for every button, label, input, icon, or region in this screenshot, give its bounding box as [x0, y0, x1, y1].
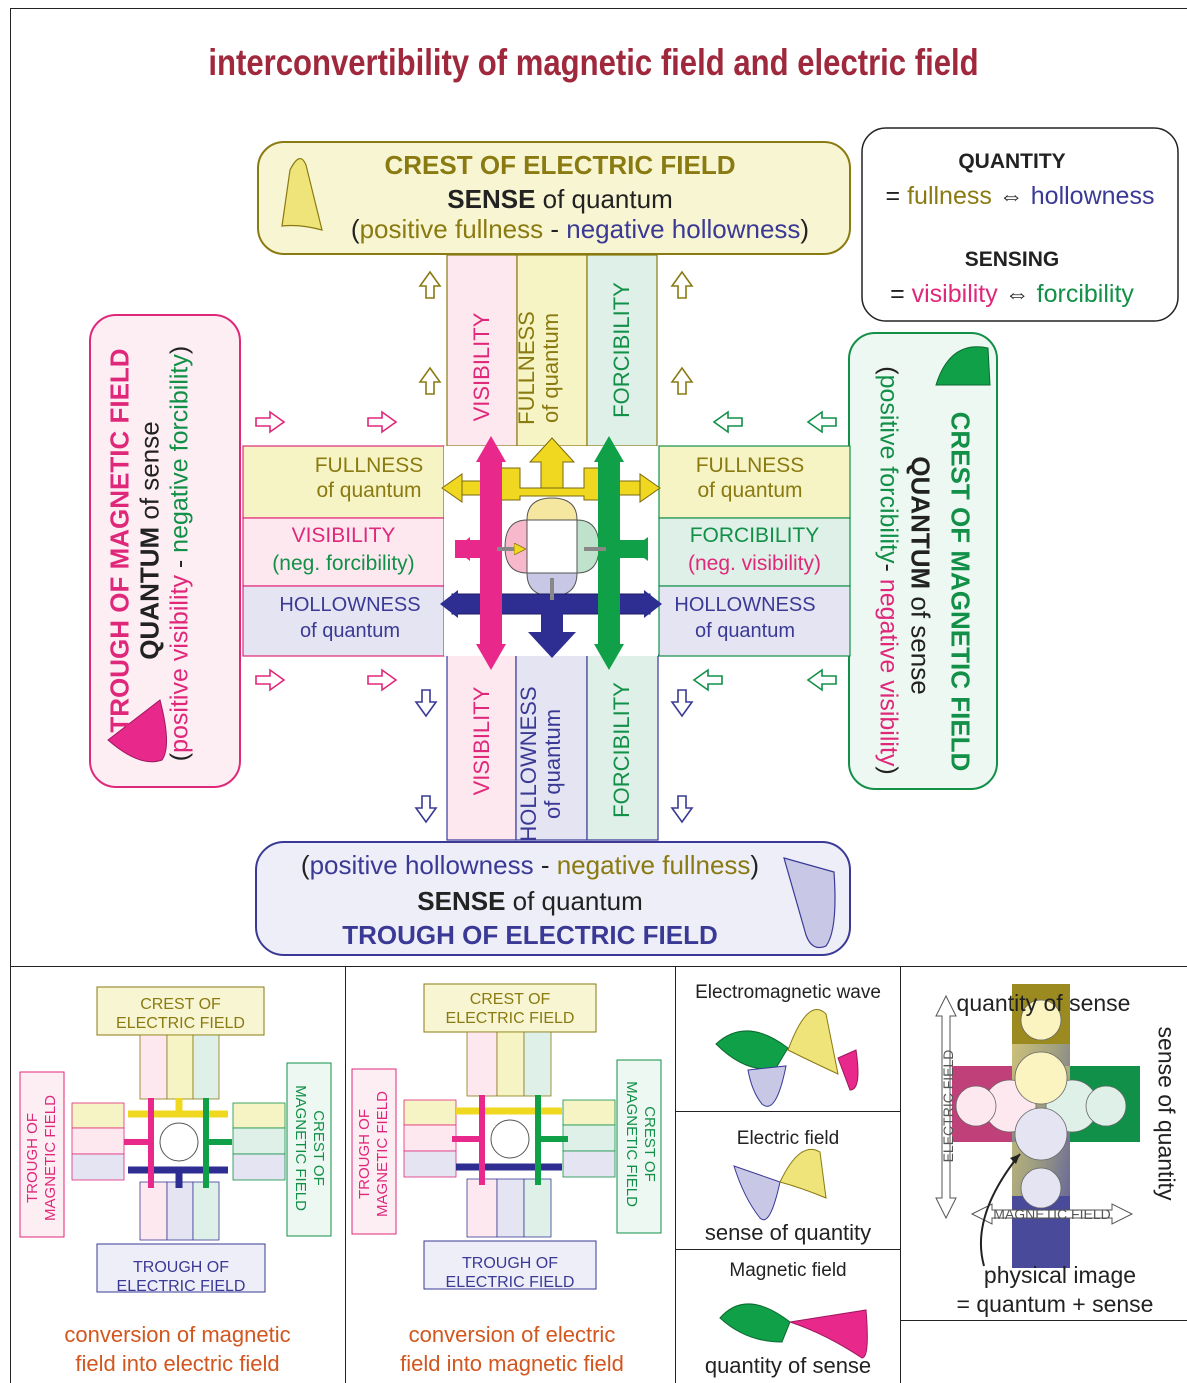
wave-shapes [715, 1009, 868, 1359]
panel-divider-top [10, 966, 1187, 967]
legend-sensing-title: SENSING [964, 248, 1060, 271]
bottom-col-visibility: VISIBILITY [469, 686, 494, 796]
trough-electric-sense: SENSE of quantum [417, 886, 643, 916]
top-col-visibility: VISIBILITY [469, 312, 494, 422]
legend-quantity-title: QUANTITY [958, 150, 1066, 173]
mini-diagram-1 [19, 986, 332, 1293]
pink-arrow [455, 436, 506, 670]
panel-divider-2 [675, 966, 676, 1383]
trough-magnetic-shape [107, 699, 167, 763]
crest-magnetic-heading: CREST OF MAGNETIC FIELD [945, 411, 976, 772]
trough-electric-box [255, 841, 851, 956]
page-title: interconvertibility of magnetic field an… [208, 42, 979, 83]
p3-electric-field: Electric field [736, 1128, 840, 1149]
p4-physical-image: physical image [983, 1262, 1137, 1288]
p4-sense-of-quantity: sense of quantity [1153, 1026, 1180, 1201]
crest-electric-formula: (positive fullness - negative hollowness… [350, 214, 810, 244]
right-row-forcibility: FORCIBILITY(neg. visibility) [687, 524, 822, 575]
trough-magnetic-formula: (positive visibility - negative forcibil… [165, 345, 194, 762]
green-arrow [594, 436, 648, 670]
legend-sensing-eq: = visibility ⇔ forcibility [890, 280, 1134, 308]
crest-electric-shape [281, 158, 323, 231]
p4-electric-field: ELECTRIC FIELD [940, 1049, 956, 1163]
crest-electric-heading: CREST OF ELECTRIC FIELD [384, 150, 736, 180]
p4-quantity-of-sense: quantity of sense [956, 990, 1131, 1016]
outer-frame [10, 8, 1187, 1383]
trough-electric-shape [783, 857, 836, 949]
crest-magnetic-shape [935, 346, 991, 386]
crest-electric-sense: SENSE of quantum [447, 184, 673, 214]
panel-divider-3 [900, 966, 901, 1383]
p3-magnetic-field: Magnetic field [729, 1260, 847, 1281]
p3-quantity-of-sense: quantity of sense [704, 1353, 872, 1378]
mini-diagrams [19, 983, 662, 1293]
crest-magnetic-formula: (positive forcibility- negative visibili… [874, 366, 903, 775]
p3-sense-of-quantity: sense of quantity [704, 1220, 872, 1245]
panel-divider-5 [675, 1249, 900, 1250]
mini-diagram-2 [351, 983, 662, 1290]
p4-magnetic-field: MAGNETIC FIELD [993, 1206, 1111, 1222]
trough-electric-formula: (positive hollowness - negative fullness… [300, 850, 760, 880]
center-petals [504, 497, 600, 597]
trough-electric-heading: TROUGH OF ELECTRIC FIELD [342, 920, 718, 950]
crest-magnetic-quantum: QUANTUM of sense [905, 456, 936, 695]
physical-image-shapes [935, 984, 1140, 1268]
panel-divider-1 [345, 966, 346, 1383]
legend-quantity-eq: = fullness ⇔ hollowness [885, 182, 1155, 210]
p3-em-wave: Electromagnetic wave [695, 982, 881, 1003]
left-row-visibility: VISIBILITY(neg. forcibility) [272, 524, 415, 575]
trough-magnetic-quantum: QUANTUM of sense [134, 421, 165, 660]
panel-divider-4 [675, 1111, 900, 1112]
main-diagram-shapes [89, 127, 1179, 956]
bottom-col-forcibility: FORCIBILITY [609, 682, 634, 818]
p4-equation: = quantum + sense [956, 1291, 1154, 1317]
crest-electric-box [257, 141, 851, 255]
panel-divider-6 [900, 1320, 1187, 1321]
legend-box [861, 127, 1179, 322]
top-col-forcibility: FORCIBILITY [609, 282, 634, 418]
trough-magnetic-heading: TROUGH OF MAGNETIC FIELD [104, 348, 135, 733]
trough-magnetic-box [89, 314, 241, 788]
